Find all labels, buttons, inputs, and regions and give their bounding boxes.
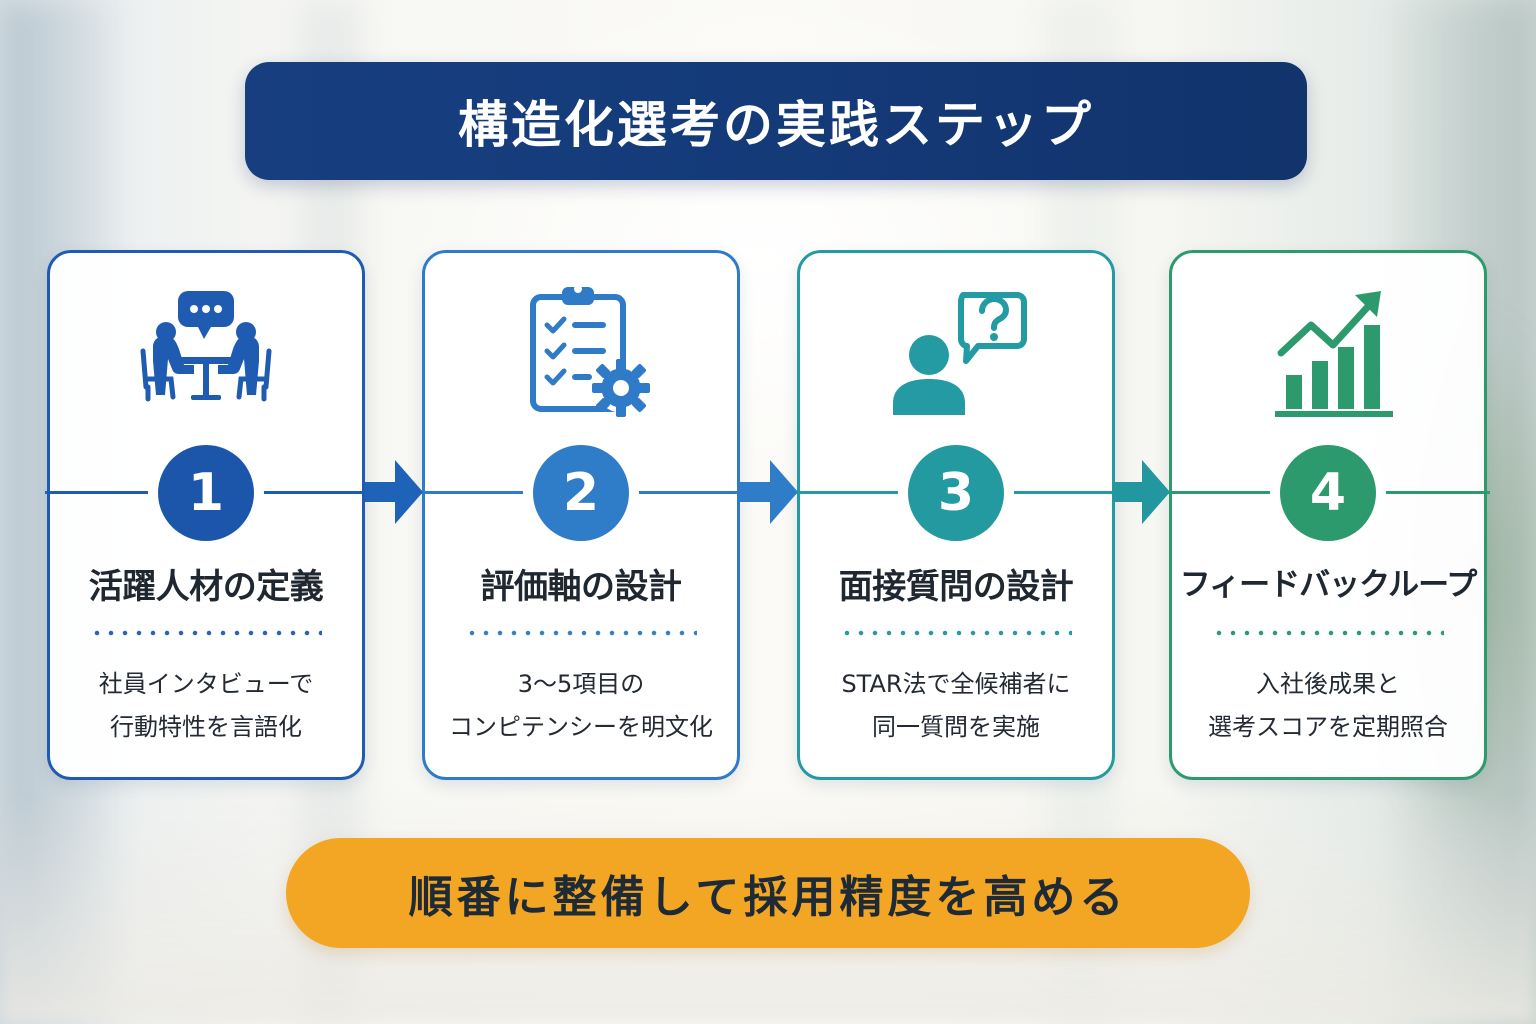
page-title: 構造化選考の実践ステップ	[458, 96, 1094, 154]
meeting-icon-graphic	[140, 291, 272, 402]
person-question-icon-graphic	[893, 292, 1027, 415]
step-description-3: STAR法で全候補者に 同一質問を実施	[800, 663, 1112, 749]
meeting-icon	[50, 281, 362, 421]
footer-message: 順番に整備して採用精度を高める	[408, 872, 1128, 923]
arrow-right-icon	[740, 460, 798, 524]
clipboard-checklist-gear-icon	[425, 281, 737, 421]
step-description-line: 入社後成果と	[1256, 670, 1400, 698]
step-number-3: 3	[908, 445, 1004, 541]
step-description-4: 入社後成果と 選考スコアを定期照合	[1172, 663, 1484, 749]
step-description-line: 3～5項目の	[517, 670, 645, 698]
growth-chart-icon	[1172, 281, 1484, 421]
arrow-right-icon	[365, 460, 423, 524]
step-description-line: 選考スコアを定期照合	[1208, 713, 1448, 741]
dotted-separator	[1212, 630, 1444, 636]
step-card-2: 2 評価軸の設計 3～5項目の コンピテンシーを明文化	[422, 250, 740, 780]
step-title-1: 活躍人材の定義	[88, 567, 324, 607]
step-description-2: 3～5項目の コンピテンシーを明文化	[425, 663, 737, 749]
step-description-line: STAR法で全候補者に	[841, 670, 1071, 698]
step-title-3: 面接質問の設計	[838, 567, 1074, 607]
step-description-line: 社員インタビューで	[98, 670, 314, 698]
footer-banner: 順番に整備して採用精度を高める	[286, 838, 1250, 948]
step-number-4: 4	[1280, 445, 1376, 541]
dotted-separator	[840, 630, 1072, 636]
step-description-line: 同一質問を実施	[872, 713, 1040, 741]
clipboard-icon-graphic	[530, 285, 650, 417]
step-description-line: 行動特性を言語化	[110, 713, 302, 741]
step-number-2: 2	[533, 445, 629, 541]
dotted-separator	[465, 630, 697, 636]
step-description-1: 社員インタビューで 行動特性を言語化	[50, 663, 362, 749]
step-card-3: 3 面接質問の設計 STAR法で全候補者に 同一質問を実施	[797, 250, 1115, 780]
dotted-separator	[90, 630, 322, 636]
step-card-1: 1 活躍人材の定義 社員インタビューで 行動特性を言語化	[47, 250, 365, 780]
step-description-line: コンピテンシーを明文化	[449, 713, 713, 741]
step-title-2: 評価軸の設計	[480, 567, 683, 607]
person-question-icon	[800, 281, 1112, 421]
step-card-4: 4 フィードバックループ 入社後成果と 選考スコアを定期照合	[1169, 250, 1487, 780]
title-banner: 構造化選考の実践ステップ	[245, 62, 1307, 180]
step-title-4: フィードバックループ	[1179, 567, 1478, 603]
growth-chart-icon-graphic	[1275, 291, 1393, 417]
arrow-right-icon	[1112, 460, 1170, 524]
step-number-1: 1	[158, 445, 254, 541]
